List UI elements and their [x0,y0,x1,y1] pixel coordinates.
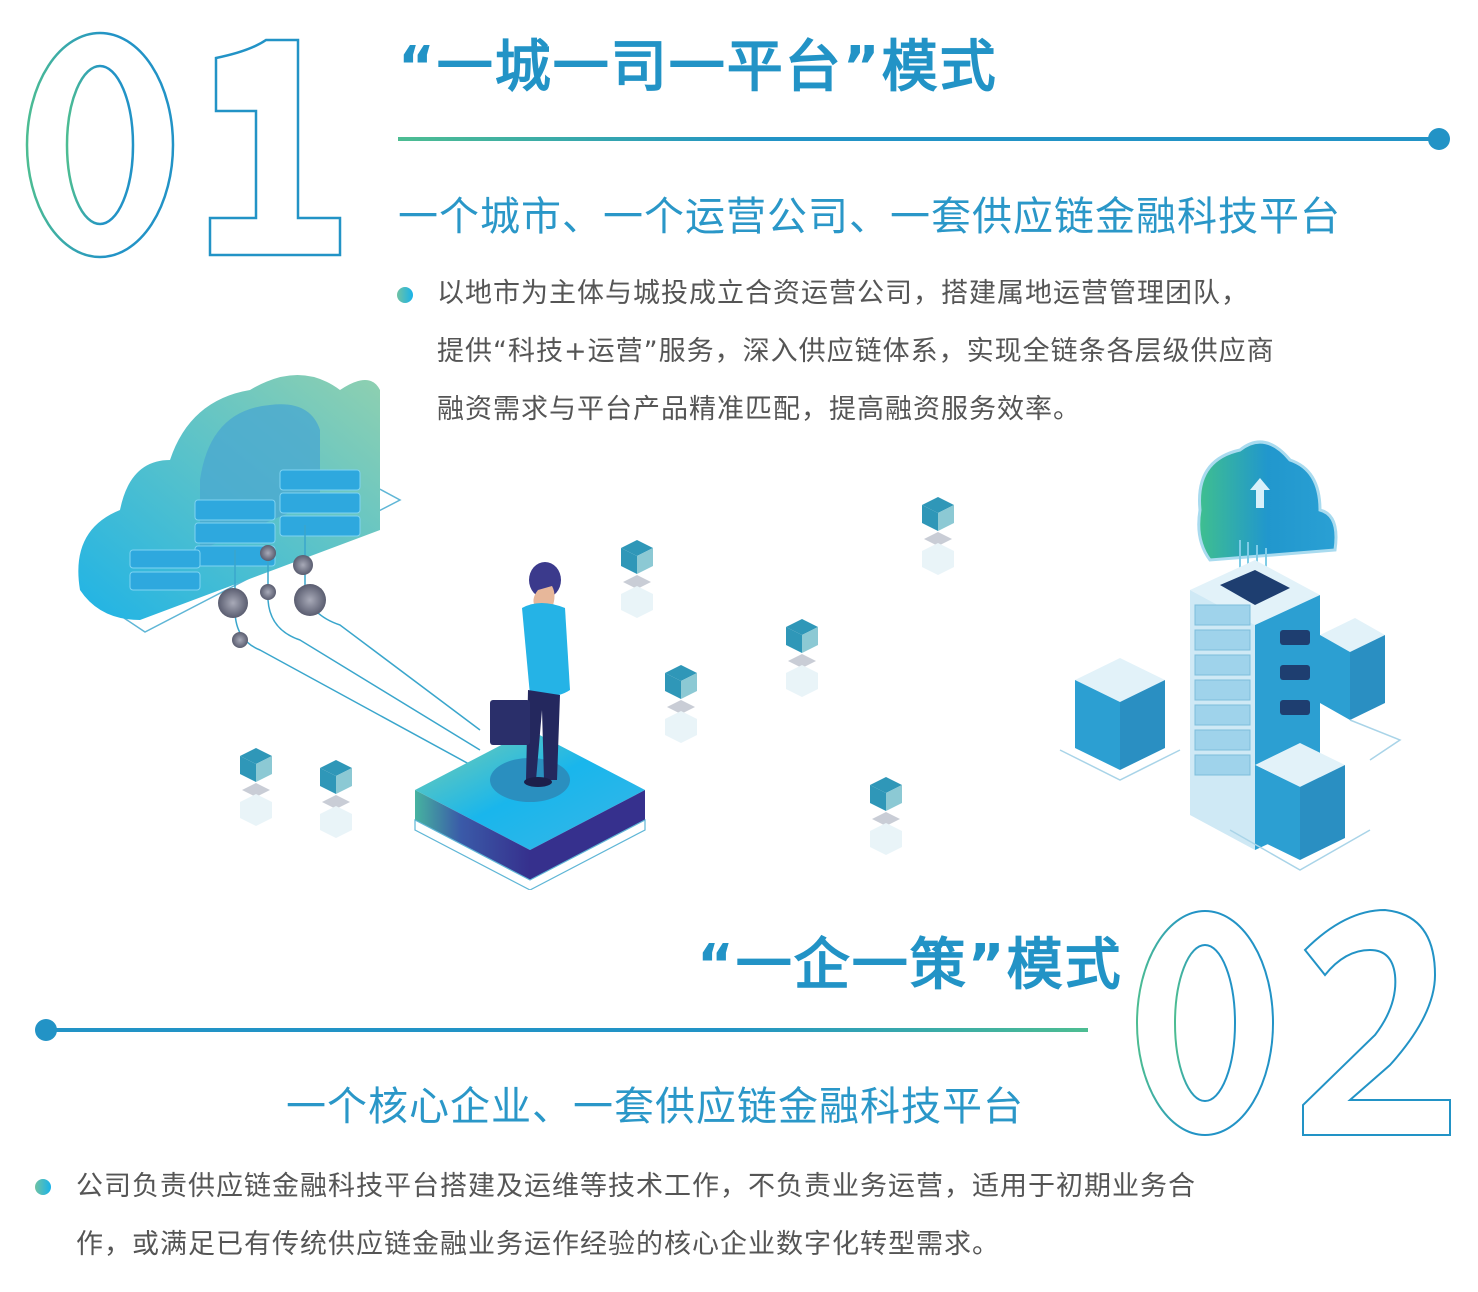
section-02-title: “一企一策”模式 [697,933,1123,998]
section-number-01 [25,31,342,259]
illustration-right-server-cluster [1059,440,1402,871]
section-01-divider-dot [1428,128,1450,150]
body-line: 提供“科技+运营”服务，深入供应链体系，实现全链条各层级供应商 [437,336,1275,367]
section-02-bullet-icon [35,1179,51,1195]
section-number-02 [1136,908,1451,1136]
body-line: 公司负责供应链金融科技平台搭建及运维等技术工作，不负责业务运营，适用于初期业务合 [76,1171,1196,1202]
section-01-title: “一城一司一平台”模式 [398,35,998,100]
section-01-divider [398,137,1438,141]
body-line: 融资需求与平台产品精准匹配，提高融资服务效率。 [437,394,1081,425]
body-line: 以地市为主体与城投成立合资运营公司，搭建属地运营管理团队， [437,278,1249,309]
illustration-left-cloud-server [78,375,646,890]
section-02-subtitle: 一个核心企业、一套供应链金融科技平台 [286,1084,1024,1130]
section-01-bullet-icon [397,287,413,303]
section-02-divider [45,1028,1088,1032]
section-01-subtitle: 一个城市、一个运营公司、一套供应链金融科技平台 [398,194,1341,240]
body-line: 作，或满足已有传统供应链金融业务运作经验的核心企业数字化转型需求。 [76,1229,1000,1260]
section-01-body: 以地市为主体与城投成立合资运营公司，搭建属地运营管理团队， 提供“科技+运营”服… [437,265,1437,439]
section-02-body: 公司负责供应链金融科技平台搭建及运维等技术工作，不负责业务运营，适用于初期业务合… [76,1158,1456,1274]
